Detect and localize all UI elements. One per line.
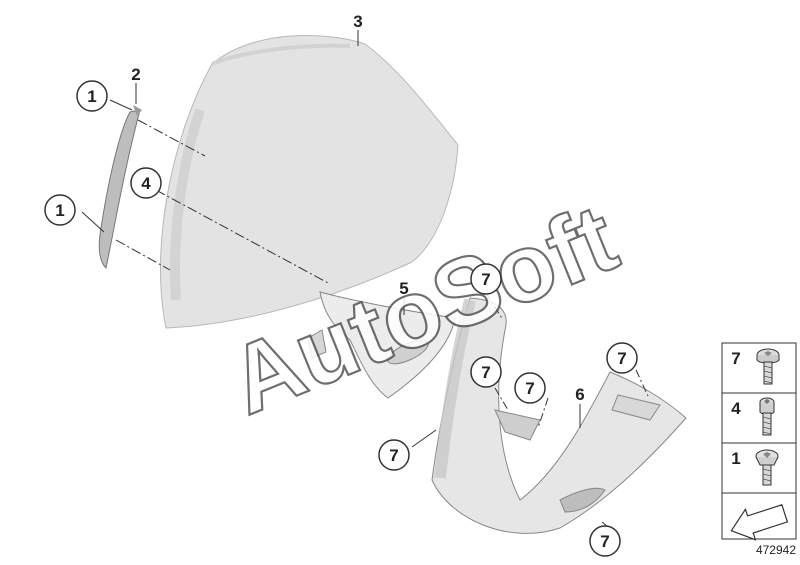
legend-label-7: 7 <box>731 349 740 368</box>
svg-text:7: 7 <box>617 349 626 368</box>
svg-text:7: 7 <box>481 363 490 382</box>
callout-2: 2 <box>131 65 140 84</box>
svg-text:7: 7 <box>389 446 398 465</box>
callout-7-e: 7 <box>378 439 410 471</box>
fastener-legend: 7 4 1 <box>721 342 797 541</box>
callout-7-b: 7 <box>470 356 502 388</box>
leader-lines <box>81 30 649 539</box>
lower-fairing-part <box>431 297 687 534</box>
callout-6: 6 <box>575 385 584 404</box>
direction-arrow-icon <box>730 504 789 541</box>
svg-text:4: 4 <box>141 174 151 193</box>
flat-torx-screw-icon <box>755 449 779 486</box>
svg-text:7: 7 <box>481 270 490 289</box>
svg-text:1: 1 <box>87 87 96 106</box>
callout-3: 3 <box>353 12 362 31</box>
callout-7-f: 7 <box>589 525 621 557</box>
pan-head-torx-screw-icon <box>756 348 780 385</box>
svg-text:1: 1 <box>55 201 64 220</box>
windshield-part <box>160 35 459 329</box>
svg-text:7: 7 <box>525 379 534 398</box>
callout-1-top: 1 <box>76 80 108 112</box>
callout-5: 5 <box>399 279 408 298</box>
bracket-part <box>307 291 456 399</box>
callout-7-a: 7 <box>470 263 502 295</box>
trim-strip-part <box>98 105 142 270</box>
socket-cap-screw-icon <box>759 397 775 436</box>
document-number: 472942 <box>756 543 796 557</box>
callout-7-d: 7 <box>606 342 638 374</box>
callout-7-c: 7 <box>514 372 546 404</box>
svg-text:7: 7 <box>600 532 609 551</box>
legend-label-4: 4 <box>731 399 741 418</box>
legend-label-1: 1 <box>731 449 740 468</box>
callout-1-bottom: 1 <box>44 194 76 226</box>
callout-4: 4 <box>130 167 162 199</box>
